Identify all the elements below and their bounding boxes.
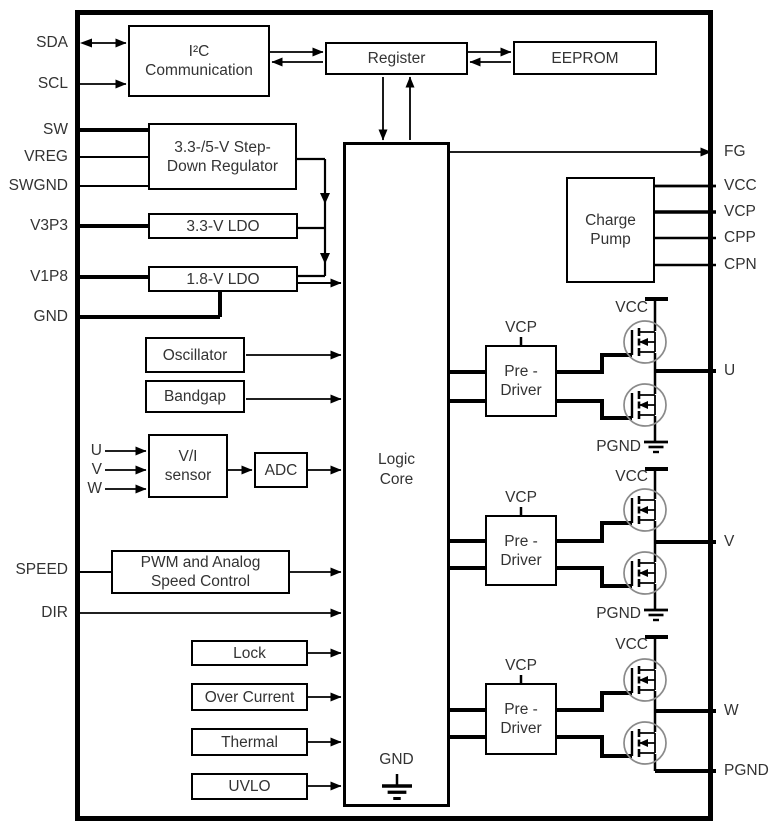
pre-driver-u-line2: Driver <box>500 382 542 399</box>
pin-label-sda: SDA <box>36 34 68 51</box>
pin-label-scl: SCL <box>37 75 68 92</box>
pin-label-sw: SW <box>43 121 68 138</box>
block-step-down-line1: 3.3-/5-V Step- <box>174 138 271 156</box>
block-charge-pump: Charge Pump <box>566 177 655 283</box>
net-label-vcp-v: VCP <box>505 489 537 506</box>
block-uvlo: UVLO <box>191 773 308 800</box>
block-thermal-label: Thermal <box>221 733 278 751</box>
sense-input-label-w: W <box>87 480 102 497</box>
block-i2c-line2: Communication <box>145 62 253 79</box>
block-speed-control-line2: Speed Control <box>150 573 251 590</box>
block-ldo-1v8-label: 1.8-V LDO <box>186 270 260 288</box>
pin-label-vcc: VCC <box>724 177 757 194</box>
sense-input-label-u: U <box>90 442 102 459</box>
block-vi-sensor: V/I sensor <box>148 434 228 498</box>
pin-label-dir: DIR <box>41 604 68 621</box>
sense-input-label-v: V <box>91 461 102 478</box>
block-charge-pump-line1: Charge <box>585 212 636 229</box>
pin-label-v1p8: V1P8 <box>30 268 68 285</box>
block-logic-core: Logic Core GND <box>343 142 450 807</box>
net-label-vcc-w: VCC <box>615 636 648 653</box>
pin-label-swgnd: SWGND <box>8 177 68 194</box>
pre-driver-w-line2: Driver <box>500 720 542 737</box>
block-bandgap-label: Bandgap <box>163 388 227 405</box>
block-speed-control-line1: PWM and Analog <box>140 554 261 571</box>
block-uvlo-label: UVLO <box>228 778 271 795</box>
block-pre-driver-w: Pre - Driver <box>485 683 557 755</box>
block-ldo-3v3: 3.3-V LDO <box>148 213 298 239</box>
pre-driver-w-line1: Pre - <box>504 701 538 718</box>
pin-label-v3p3: V3P3 <box>30 217 68 234</box>
pin-label-vreg: VREG <box>24 148 68 165</box>
block-vi-sensor-line1: V/I <box>178 448 198 465</box>
block-adc-label: ADC <box>264 461 298 479</box>
pre-driver-v-line2: Driver <box>500 551 542 569</box>
block-i2c-communication: I²C Communication <box>128 25 270 97</box>
block-thermal: Thermal <box>191 728 308 756</box>
pin-label-vcp: VCP <box>724 203 756 220</box>
block-charge-pump-line2: Pump <box>590 231 631 248</box>
pin-label-cpn: CPN <box>724 256 757 273</box>
pin-label-pgnd: PGND <box>724 762 769 779</box>
net-label-vcp-w: VCP <box>505 657 537 674</box>
block-register-label: Register <box>367 50 426 67</box>
block-oscillator: Oscillator <box>145 337 245 373</box>
net-label-pgnd-u: PGND <box>596 438 641 455</box>
net-label-pgnd-v: PGND <box>596 605 641 622</box>
block-speed-control: PWM and Analog Speed Control <box>111 550 290 594</box>
block-ldo-1v8: 1.8-V LDO <box>148 266 298 292</box>
block-vi-sensor-line2: sensor <box>164 467 212 484</box>
net-label-vcc-v: VCC <box>615 468 648 485</box>
pin-label-gnd: GND <box>33 308 68 325</box>
block-eeprom: EEPROM <box>513 41 657 75</box>
block-lock-label: Lock <box>233 644 266 662</box>
pre-driver-u-line1: Pre - <box>504 363 538 380</box>
block-register: Register <box>325 42 468 75</box>
net-label-vcp-u: VCP <box>505 319 537 336</box>
block-oscillator-label: Oscillator <box>162 346 228 364</box>
block-pre-driver-u: Pre - Driver <box>485 345 557 417</box>
logic-core-gnd-label: GND <box>379 751 414 768</box>
block-over-current-label: Over Current <box>204 688 295 706</box>
block-bandgap: Bandgap <box>145 380 245 413</box>
block-pre-driver-v: Pre - Driver <box>485 515 557 586</box>
block-step-down-line2: Down Regulator <box>166 157 279 175</box>
pin-label-fg: FG <box>724 143 746 160</box>
block-adc: ADC <box>254 452 308 488</box>
net-label-vcc-u: VCC <box>615 299 648 316</box>
block-eeprom-label: EEPROM <box>551 49 619 67</box>
logic-core-line2: Core <box>379 471 414 488</box>
block-i2c-line1: I²C <box>188 43 210 60</box>
block-over-current: Over Current <box>191 683 308 711</box>
block-step-down-regulator: 3.3-/5-V Step- Down Regulator <box>148 123 297 190</box>
pin-label-u: U <box>724 362 736 379</box>
pin-label-v: V <box>724 533 735 550</box>
pin-label-w: W <box>724 702 739 719</box>
pin-label-speed: SPEED <box>15 561 68 578</box>
block-ldo-3v3-label: 3.3-V LDO <box>186 217 260 235</box>
logic-core-line1: Logic <box>377 451 416 468</box>
pin-label-cpp: CPP <box>724 229 756 246</box>
pre-driver-v-line1: Pre - <box>504 532 538 550</box>
block-lock: Lock <box>191 640 308 666</box>
